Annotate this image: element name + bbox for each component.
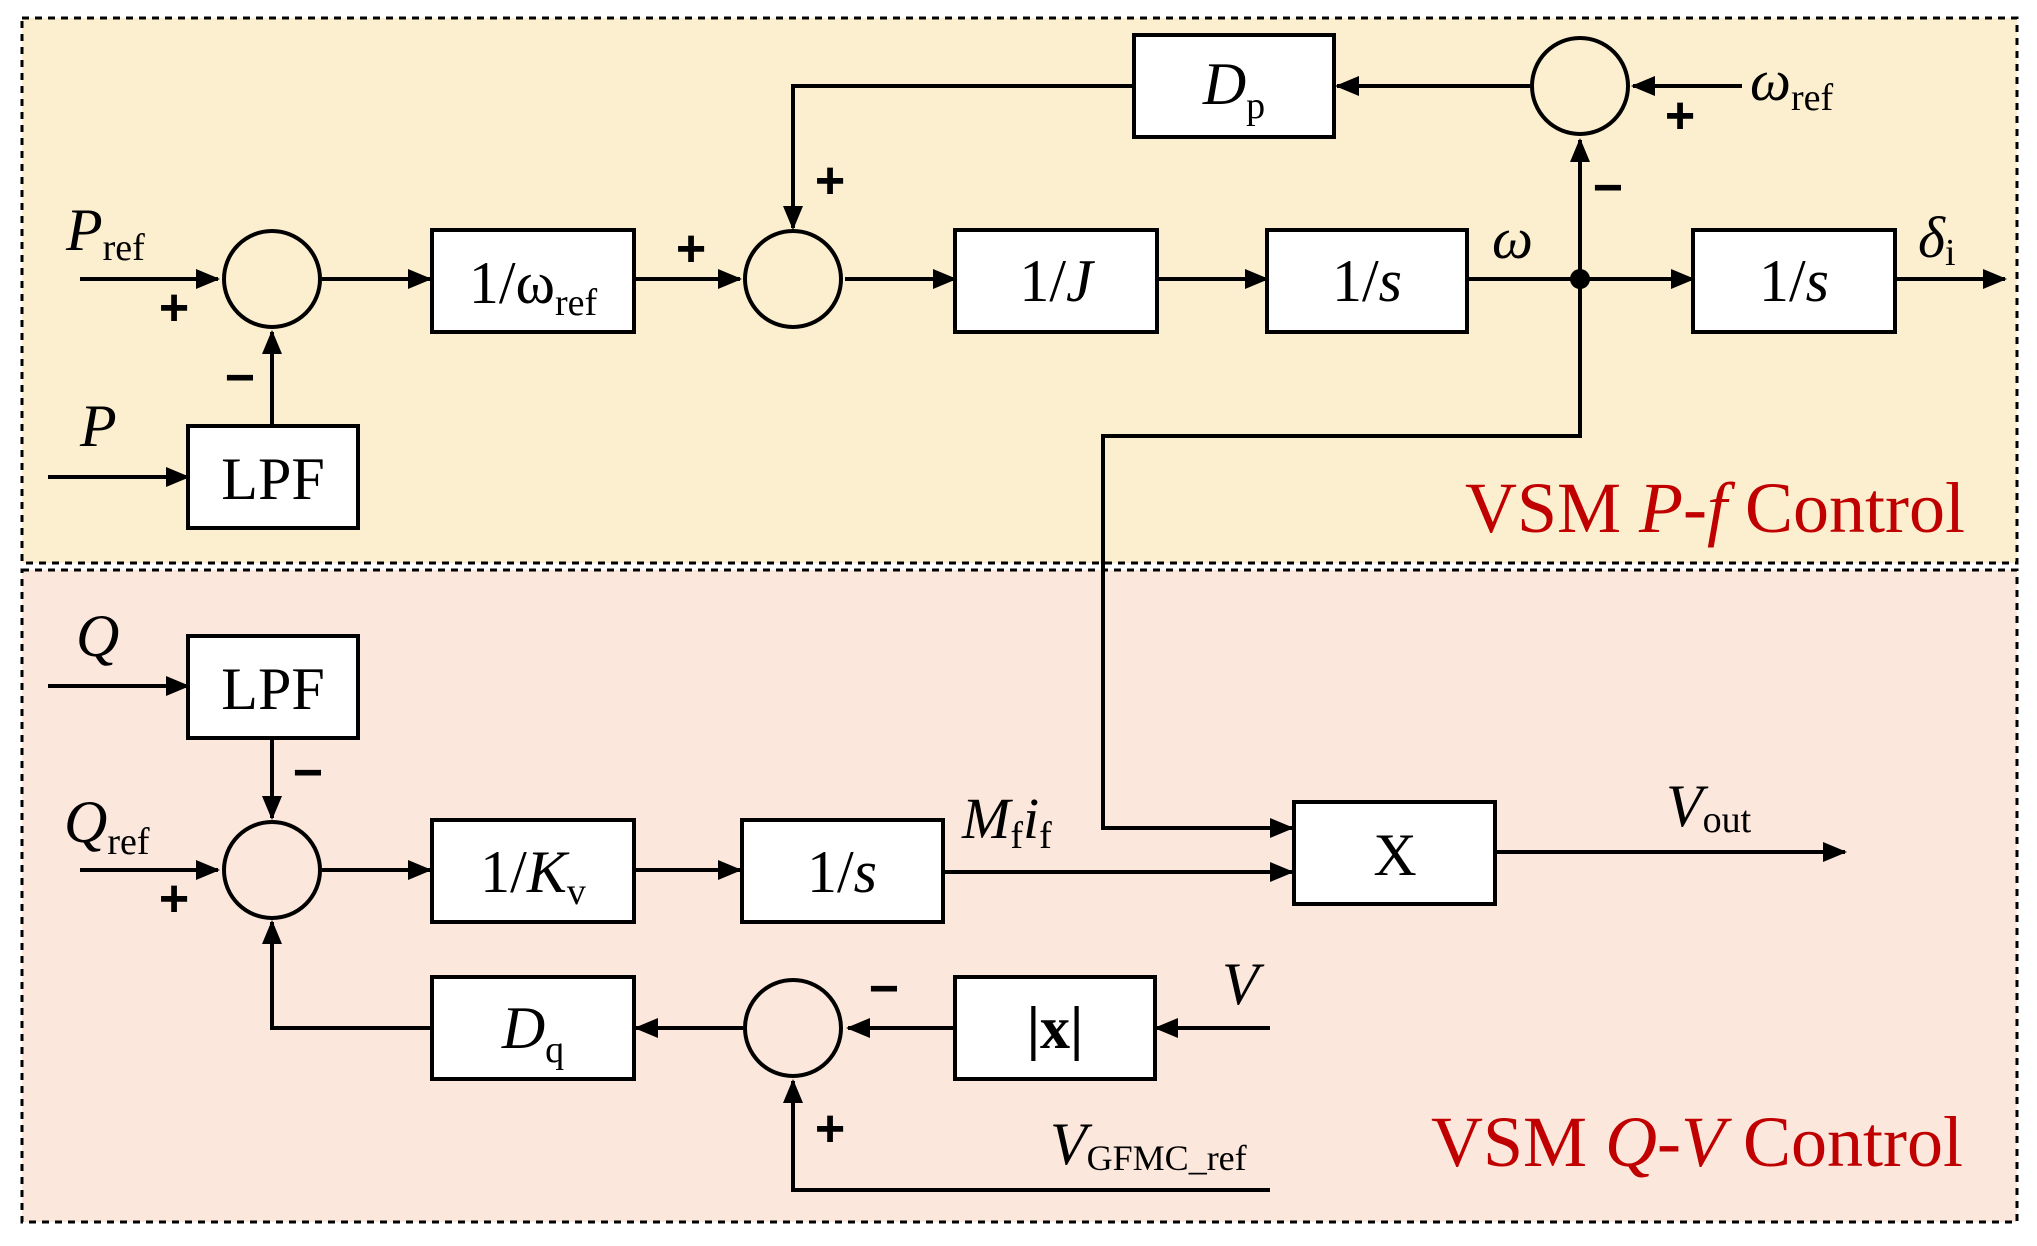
q-ref-label: Qref	[64, 789, 150, 863]
v-gfmc-ref-label: VGFMC_ref	[1050, 1111, 1247, 1178]
v-out-label: Vout	[1666, 773, 1752, 841]
integrator-delta-block	[1691, 228, 1897, 334]
lpf-q-label: LPF	[221, 656, 324, 722]
integrator-v-label: 1/s	[807, 839, 877, 905]
sum2-plus-top-sign: +	[815, 152, 845, 210]
lpf-p-block	[186, 424, 360, 530]
integrator-delta-label: 1/s	[1759, 248, 1829, 314]
dp-block	[1132, 33, 1336, 139]
sum-junction-1	[222, 229, 322, 329]
dp-label: Dp	[1202, 51, 1265, 127]
qv-panel-title: VSM Q-V Control	[1431, 1102, 1963, 1182]
integrator-omega-block	[1265, 228, 1469, 334]
pf-panel-title: VSM P-f Control	[1465, 468, 1965, 548]
q-label: Q	[76, 603, 119, 669]
sum4-plus-left-sign: +	[159, 870, 189, 928]
omega-label: ω	[1492, 206, 1533, 271]
sum4-minus-top-sign: −	[293, 744, 323, 802]
multiplier-block	[1292, 800, 1497, 906]
abs-label: |x|	[1027, 995, 1083, 1061]
sum2-plus-left-sign: +	[676, 220, 706, 278]
inv-kv-block	[430, 818, 636, 924]
abs-block	[953, 975, 1157, 1081]
sum-junction-5	[743, 978, 843, 1078]
omega-ref-label: ωref	[1750, 48, 1833, 119]
dq-label: Dq	[501, 995, 564, 1071]
inv-j-block	[953, 228, 1159, 334]
v-label: V	[1222, 951, 1265, 1017]
integrator-omega-label: 1/s	[1332, 248, 1402, 314]
summing-junctions	[222, 36, 1630, 1078]
inv-omega-ref-label: 1/ωref	[469, 250, 598, 324]
sum-junction-3	[1530, 36, 1630, 136]
integrator-v-block	[740, 818, 945, 924]
sum3-minus-sign: −	[1593, 159, 1623, 217]
sum1-plus-sign: +	[159, 279, 189, 337]
inv-kv-label: 1/Kv	[480, 839, 586, 913]
dq-block	[430, 975, 636, 1081]
delta-i-label: δi	[1918, 205, 1956, 274]
sum3-plus-sign: +	[1665, 87, 1695, 145]
p-ref-label: Pref	[65, 197, 145, 269]
sum5-plus-bottom-sign: +	[815, 1100, 845, 1158]
inv-omega-ref-block	[430, 228, 636, 334]
lpf-p-label: LPF	[221, 446, 324, 512]
sum-junction-4	[222, 820, 322, 920]
sum5-minus-right-sign: −	[869, 960, 899, 1018]
p-label: P	[79, 393, 117, 459]
sum1-minus-sign: −	[225, 349, 255, 407]
inv-j-label: 1/J	[1019, 248, 1095, 314]
multiplier-label: X	[1373, 822, 1416, 888]
junction-dot	[1570, 269, 1590, 289]
sum-junction-2	[743, 229, 843, 329]
lpf-q-block	[186, 634, 360, 740]
signal-lines	[48, 76, 2007, 1192]
mf-if-label: Mfif	[961, 786, 1052, 857]
